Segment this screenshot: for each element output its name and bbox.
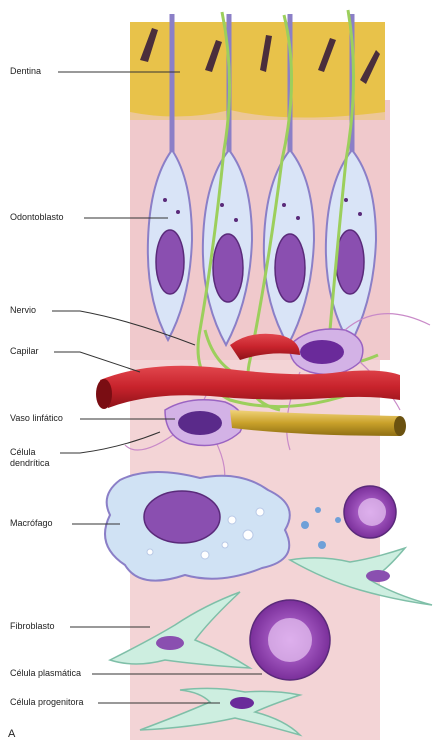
fibroblast-right-nucleus [366, 570, 390, 582]
label-celula-plasmatica: Célula plasmática [10, 668, 81, 679]
fibroblast-lower-left-nucleus [156, 636, 184, 650]
capillary-lumen [96, 379, 112, 409]
label-fibroblasto: Fibroblasto [10, 621, 55, 632]
label-celula-dendritica-line2: dendrítica [10, 458, 50, 469]
plasma-cell-lower-nucleus [268, 618, 312, 662]
progenitor-nucleus [230, 697, 254, 709]
dendritic-lower-nucleus [178, 411, 222, 435]
label-nervio: Nervio [10, 305, 36, 316]
dentin-layer [130, 22, 385, 120]
label-celula-progenitora: Célula progenitora [10, 697, 84, 708]
lymphatic-lumen [394, 416, 406, 436]
macrophage-nucleus [144, 491, 220, 543]
plasma-cell-upper-nucleus [358, 498, 386, 526]
label-odontoblasto: Odontoblasto [10, 212, 64, 223]
label-dentina: Dentina [10, 66, 41, 77]
dendritic-upper-nucleus [300, 340, 344, 364]
panel-letter: A [8, 728, 15, 740]
label-capilar: Capilar [10, 346, 39, 357]
label-macrofago: Macrófago [10, 518, 53, 529]
label-vaso-linfatico: Vaso linfático [10, 413, 63, 424]
label-celula-dendritica-line1: Célula [10, 447, 36, 458]
